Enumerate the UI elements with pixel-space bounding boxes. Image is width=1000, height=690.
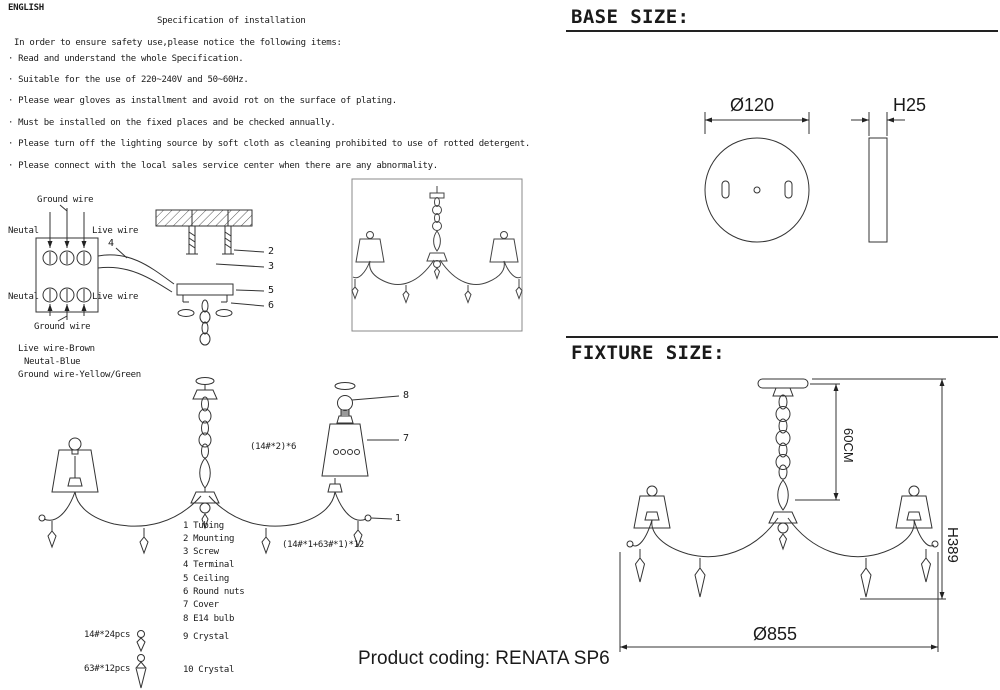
callout-1: 1 — [395, 513, 402, 524]
base-size-heading: BASE SIZE: — [571, 6, 690, 28]
part-row: 1 Tubing — [183, 521, 224, 531]
part-label: Crystal — [193, 632, 229, 642]
fixture-size-heading: FIXTURE SIZE: — [571, 342, 725, 364]
callout-6: 6 — [268, 300, 275, 311]
part-number: 4 — [183, 560, 189, 570]
instruction-item: · Please wear gloves as installment and a… — [8, 96, 397, 106]
crystal-large-qty: 63#*12pcs — [84, 664, 131, 674]
shade-screws-qty: (14#*2)*6 — [250, 442, 297, 452]
callout-3: 3 — [268, 261, 275, 272]
shade-detail-art — [321, 382, 400, 477]
part-number: 2 — [183, 534, 189, 544]
instruction-text: Suitable for the use of 220~240V and 50~… — [18, 75, 249, 85]
live-wire-bottom-label: Live wire — [92, 292, 139, 302]
arm-crystals-qty: (14#*1+63#*1)*12 — [282, 540, 364, 550]
bullet-dot: · — [8, 54, 14, 64]
ground-wire-bottom-label: Ground wire — [34, 322, 91, 332]
part-label: E14 bulb — [193, 614, 235, 624]
part-number: 8 — [183, 614, 189, 624]
bullet-dot: · — [8, 161, 14, 171]
part-row: 10 Crystal — [183, 665, 234, 675]
fixture-height-label: H389 — [944, 527, 961, 563]
part-number: 10 — [183, 665, 194, 675]
instruction-text: Please turn off the lighting source by s… — [18, 139, 530, 149]
part-number: 6 — [183, 587, 189, 597]
callout-8: 8 — [403, 390, 410, 401]
base-height-label: H25 — [893, 95, 927, 115]
part-row: 9 Crystal — [183, 632, 229, 642]
fixture-size-art — [619, 378, 946, 652]
legend-ground-wire: Ground wire-Yellow/Green — [18, 370, 141, 380]
part-number: 9 — [183, 632, 189, 642]
part-row: 2 Mounting — [183, 534, 234, 544]
main-fixture-art — [38, 377, 393, 555]
live-wire-top-label: Live wire — [92, 226, 139, 236]
part-label: Tubing — [193, 521, 224, 531]
bullet-dot: · — [8, 139, 14, 149]
part-label: Round nuts — [193, 587, 245, 597]
fixture-diameter-label: Ø855 — [753, 624, 798, 644]
part-row: 3 Screw — [183, 547, 219, 557]
intro-line: In order to ensure safety use,please not… — [14, 38, 342, 48]
instruction-item: · Must be installed on the fixed places a… — [8, 118, 336, 128]
instruction-text: Please wear gloves as installment and av… — [18, 96, 397, 106]
instruction-item: · Suitable for the use of 220~240V and 50… — [8, 75, 249, 85]
instruction-text: Must be installed on the fixed places an… — [18, 118, 336, 128]
part-number: 5 — [183, 574, 189, 584]
base-size-art — [704, 112, 905, 243]
ground-wire-top-label: Ground wire — [37, 195, 94, 205]
bullet-dot: · — [8, 75, 14, 85]
legend-neutral: Neutal-Blue — [24, 357, 81, 367]
chain-length-label: 60CM — [841, 428, 856, 463]
part-label: Terminal — [193, 560, 235, 570]
instruction-text: Please connect with the local sales serv… — [18, 161, 438, 171]
instruction-item: · Please connect with the local sales ser… — [8, 161, 438, 171]
product-coding: Product coding: RENATA SP6 — [358, 648, 610, 669]
callout-7: 7 — [403, 433, 410, 444]
spec-title: Specification of installation — [157, 16, 306, 26]
callout-4: 4 — [108, 238, 115, 249]
part-row: 7 Cover — [183, 600, 219, 610]
part-number: 7 — [183, 600, 189, 610]
part-row: 5 Ceiling — [183, 574, 229, 584]
instruction-item: · Please turn off the lighting source by … — [8, 139, 530, 149]
crystal-small-icon — [136, 630, 146, 653]
part-number: 3 — [183, 547, 189, 557]
crystal-small-qty: 14#*24pcs — [84, 630, 131, 640]
section-divider-lines — [566, 30, 998, 338]
callout-5: 5 — [268, 285, 275, 296]
bullet-dot: · — [8, 118, 14, 128]
instruction-item: · Read and understand the whole Specifica… — [8, 54, 244, 64]
part-label: Ceiling — [193, 574, 229, 584]
bullet-dot: · — [8, 96, 14, 106]
crystal-large-icon — [135, 654, 147, 689]
neutral-bottom-label: Neutal — [8, 292, 39, 302]
language-label: ENGLISH — [8, 3, 44, 13]
part-row: 6 Round nuts — [183, 587, 245, 597]
part-label: Cover — [193, 600, 219, 610]
fixture-preview-art — [351, 178, 523, 332]
part-row: 8 E14 bulb — [183, 614, 234, 624]
base-diameter-label: Ø120 — [730, 95, 775, 115]
ceiling-mount-art — [155, 209, 265, 346]
part-row: 4 Terminal — [183, 560, 234, 570]
legend-live-wire: Live wire-Brown — [18, 344, 95, 354]
callout-2: 2 — [268, 246, 275, 257]
part-label: Mounting — [193, 534, 235, 544]
part-label: Screw — [193, 547, 219, 557]
wiring-terminal-art — [35, 204, 175, 322]
part-number: 1 — [183, 521, 189, 531]
neutral-top-label: Neutal — [8, 226, 39, 236]
part-label: Crystal — [198, 665, 235, 675]
instruction-text: Read and understand the whole Specificat… — [18, 54, 244, 64]
